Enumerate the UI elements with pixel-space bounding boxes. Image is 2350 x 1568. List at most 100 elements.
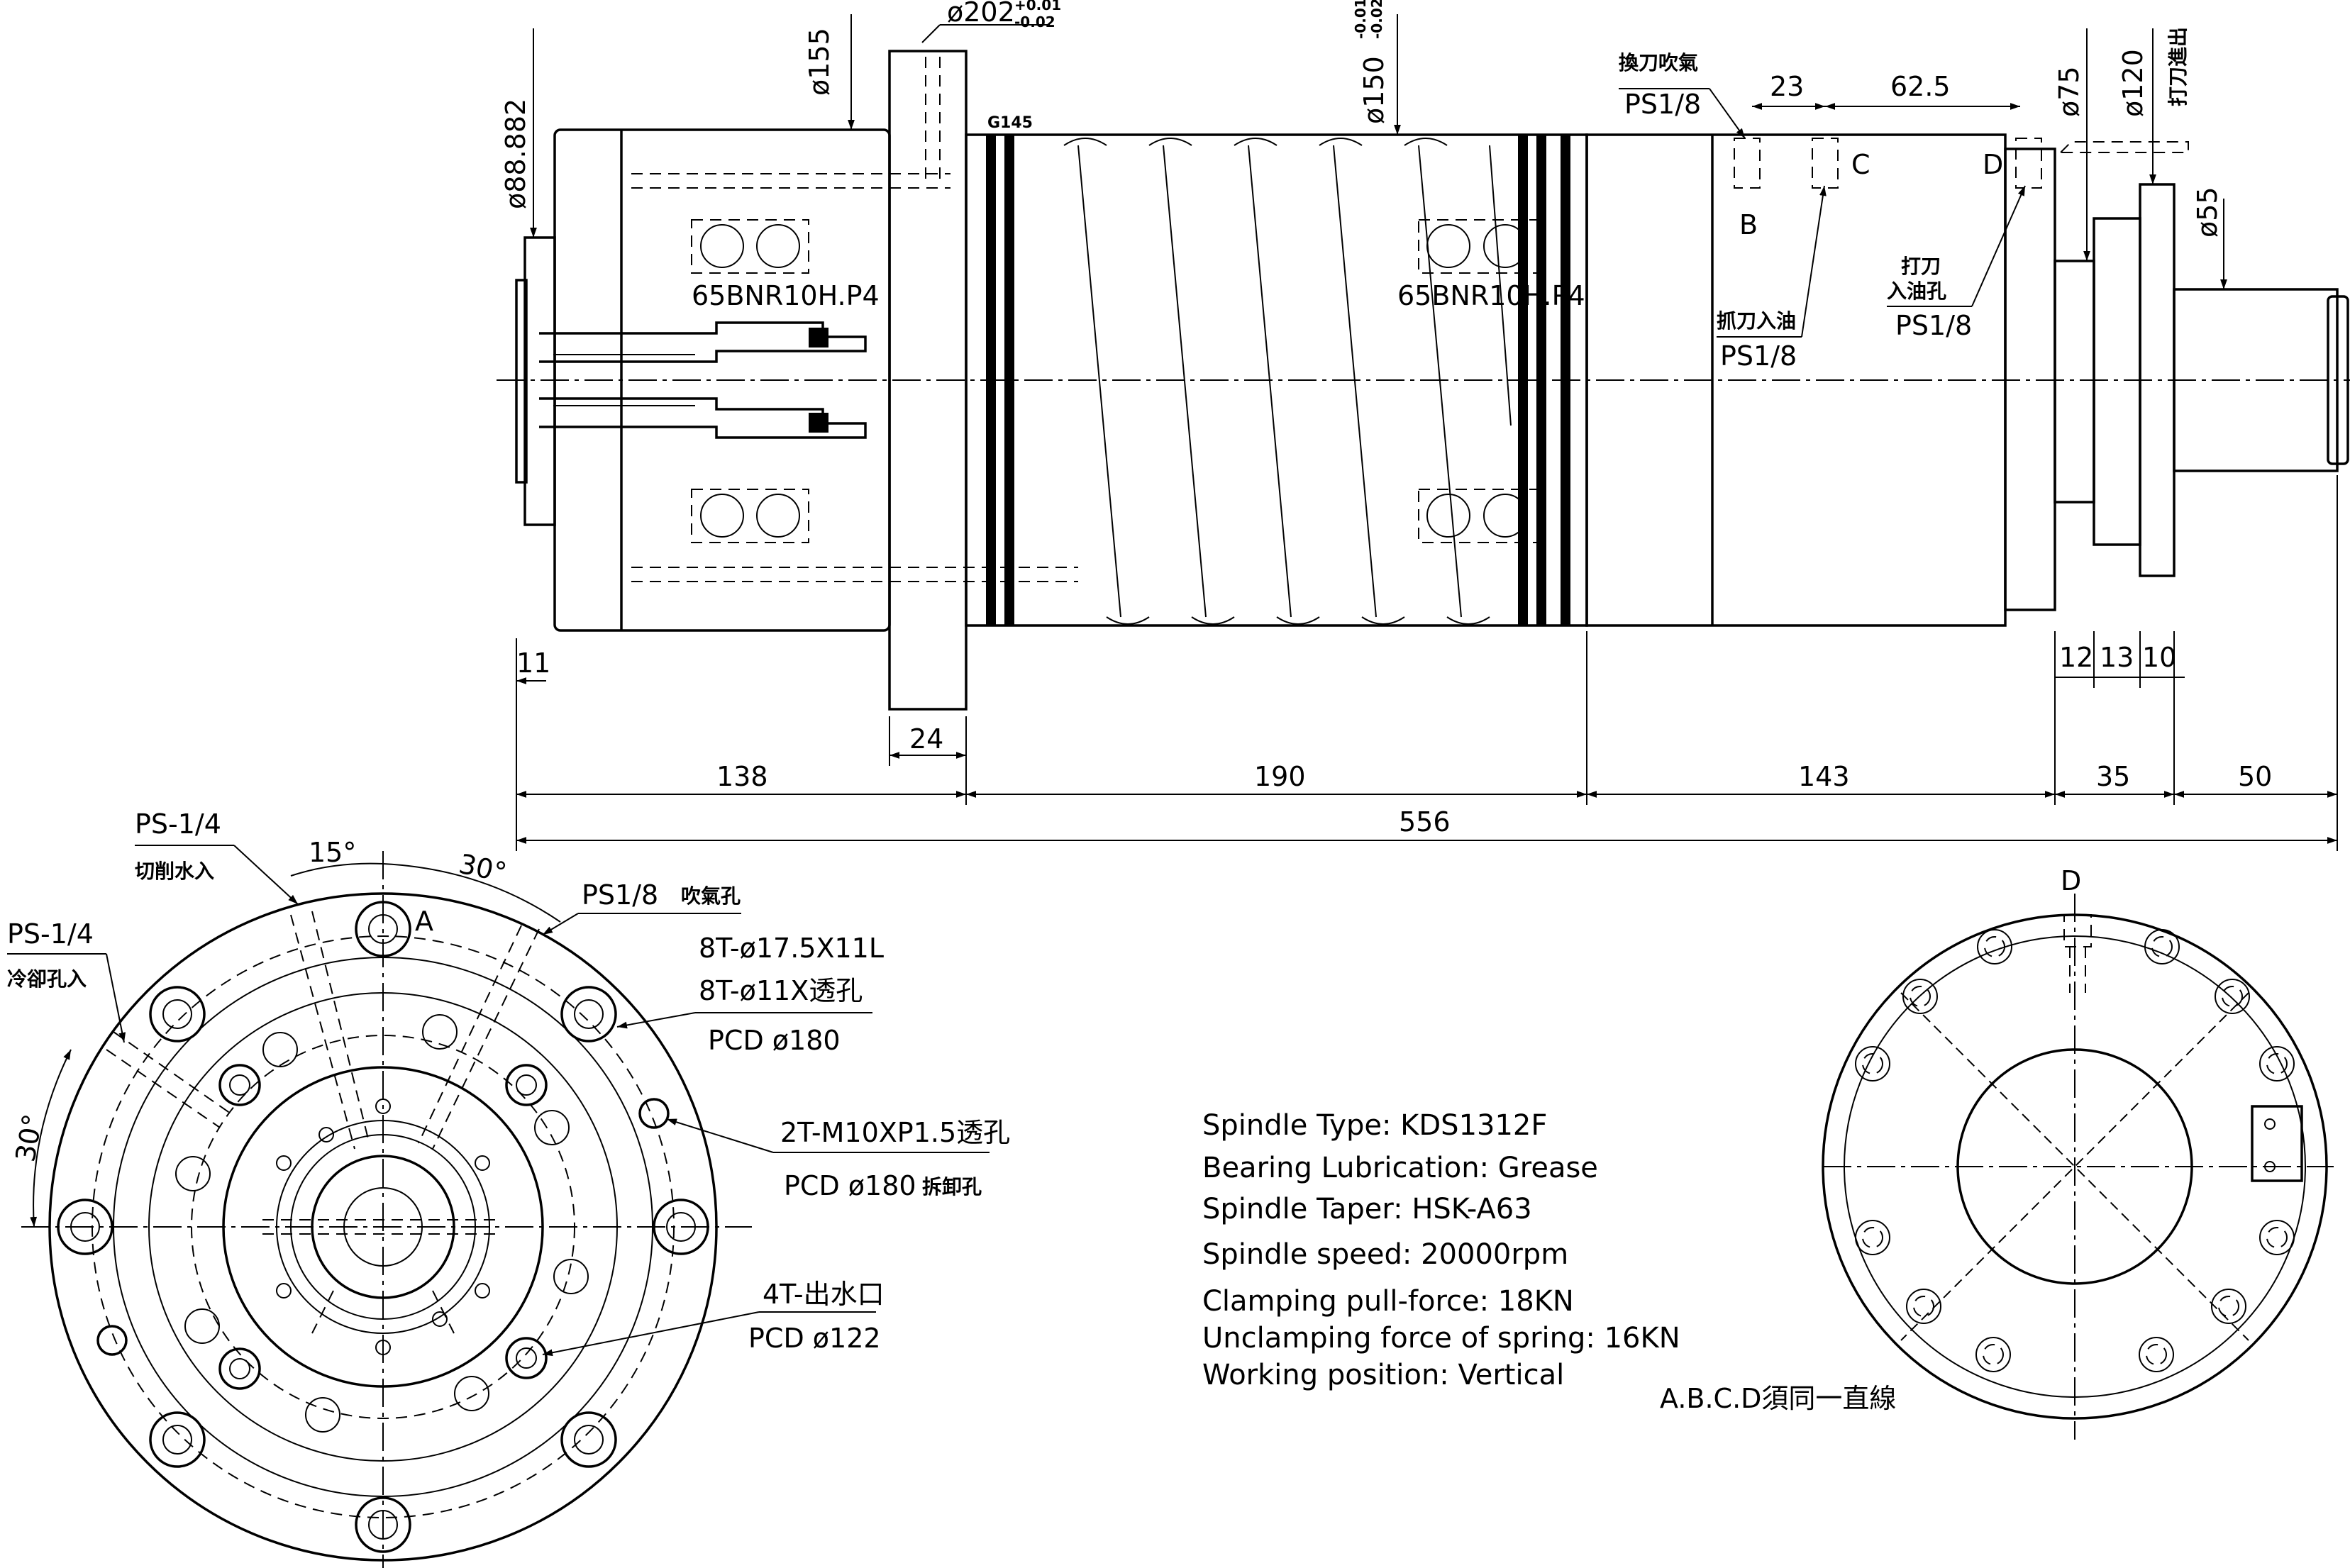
water-outlets — [218, 1064, 548, 1390]
svg-text:35: 35 — [2096, 761, 2130, 792]
spec-block: Spindle Type: KDS1312F Bearing Lubricati… — [1202, 1109, 1680, 1391]
svg-text:24: 24 — [909, 723, 943, 755]
svg-text:+0.01: +0.01 — [1014, 0, 1061, 13]
bearing-front-lower — [691, 489, 809, 543]
holes-2t-callout: 2T-M10XP1.5透孔 PCD ø180 拆卸孔 — [666, 1117, 1010, 1201]
drawbar-out-note: 打刀進出 — [2166, 27, 2190, 106]
label-a: A — [415, 906, 433, 937]
coolant-in-callout: PS-1/4 切削水入 — [135, 808, 299, 905]
svg-text:50: 50 — [2238, 761, 2272, 792]
svg-text:-0.02: -0.02 — [1368, 0, 1385, 39]
label-b: B — [1739, 209, 1758, 240]
svg-text:4T-出水口: 4T-出水口 — [763, 1279, 885, 1310]
coolant-passages — [106, 911, 540, 1334]
dia-150-label: ø150 -0.01 -0.02 — [1352, 0, 1401, 135]
spec-line: Clamping pull-force: 18KN — [1202, 1285, 1574, 1318]
svg-text:11: 11 — [516, 647, 550, 679]
dia-155-label: ø155 — [804, 14, 883, 130]
svg-text:62.5: 62.5 — [1890, 71, 1951, 102]
svg-text:ø202: ø202 — [947, 0, 1015, 28]
label-c: C — [1851, 149, 1870, 180]
nose-face — [515, 279, 528, 484]
svg-text:8T-ø11X透孔: 8T-ø11X透孔 — [699, 975, 863, 1006]
dim-23: 23 — [1752, 71, 1825, 110]
svg-text:ø55: ø55 — [2192, 187, 2223, 238]
svg-text:PS1/8: PS1/8 — [1720, 340, 1797, 372]
pcd-180-circle — [92, 935, 675, 1518]
spec-line: Unclamping force of spring: 16KN — [1202, 1322, 1680, 1355]
dia-120-label: ø120 — [2117, 28, 2156, 184]
bearing-rear-lower — [1418, 489, 1539, 543]
svg-text:ø150: ø150 — [1358, 56, 1390, 124]
g145-label: G145 — [987, 114, 1033, 132]
port-c — [1812, 138, 1839, 189]
rear-center — [1956, 1048, 2193, 1285]
dim-11: 11 — [516, 638, 550, 695]
spec-line: Bearing Lubrication: Grease — [1202, 1152, 1598, 1184]
dia-88-label: ø88.882 — [500, 28, 537, 238]
port-d-rear — [2063, 914, 2092, 993]
dia-75-label: ø75 — [2054, 28, 2090, 261]
tool-change-air-callout: 換刀吹氣 PS1/8 — [1619, 51, 1746, 139]
svg-text:PS1/8: PS1/8 — [1624, 89, 1701, 120]
shaft-55 — [2173, 288, 2339, 472]
rear-bolt-holes — [1855, 929, 2295, 1372]
svg-text:PS1/8: PS1/8 — [582, 879, 658, 911]
bearing-rear-upper — [1418, 219, 1539, 274]
svg-text:ø88.882: ø88.882 — [500, 99, 531, 209]
dim-24: 24 — [889, 716, 967, 766]
dim-556: 556 — [516, 806, 2337, 844]
pcd-122-circle — [191, 1035, 575, 1419]
port-b — [1734, 138, 1761, 189]
body-ring — [148, 992, 618, 1462]
flange-ring — [113, 957, 653, 1497]
angle-15: 15° — [290, 837, 384, 877]
flange-outline — [48, 892, 718, 1562]
nose-holes — [276, 1099, 490, 1355]
removal-holes — [96, 1098, 670, 1356]
spec-line: Spindle speed: 20000rpm — [1202, 1238, 1568, 1271]
o-ring-grooves-front — [986, 135, 1014, 625]
svg-text:10: 10 — [2142, 642, 2176, 673]
front-view: PS-1/4 切削水入 15° 30° A PS1/8 吹氣孔 PS-1/4 冷… — [7, 808, 1010, 1568]
svg-text:138: 138 — [716, 761, 768, 792]
svg-text:拆卸孔: 拆卸孔 — [922, 1175, 982, 1199]
flange-mount-holes — [57, 901, 709, 1553]
svg-text:30°: 30° — [10, 1112, 49, 1164]
port-d — [2015, 138, 2189, 189]
svg-text:吹氣孔: 吹氣孔 — [681, 884, 741, 908]
svg-text:抓刀入油: 抓刀入油 — [1717, 309, 1796, 333]
bearing-front-upper — [691, 219, 809, 274]
clamp-oil-callout: 抓刀入油 PS1/8 — [1717, 185, 1827, 372]
cooling-port-callout: PS-1/4 冷卻孔入 — [7, 918, 126, 1043]
svg-text:ø155: ø155 — [804, 28, 835, 96]
dia-55-label: ø55 — [2192, 187, 2227, 289]
svg-text:PS1/8: PS1/8 — [1895, 310, 1972, 341]
svg-text:556: 556 — [1399, 806, 1451, 838]
svg-text:換刀吹氣: 換刀吹氣 — [1619, 51, 1698, 74]
holes-8t-callout: 8T-ø17.5X11L 8T-ø11X透孔 PCD ø180 — [616, 933, 884, 1056]
svg-text:冷卻孔入: 冷卻孔入 — [7, 967, 87, 991]
step-75 — [2054, 260, 2095, 504]
hsk-clamp-mechanism — [539, 321, 867, 439]
air-port-callout: PS1/8 吹氣孔 — [542, 879, 741, 935]
svg-text:12: 12 — [2059, 642, 2093, 673]
svg-text:190: 190 — [1254, 761, 1306, 792]
svg-text:入油孔: 入油孔 — [1887, 279, 1946, 303]
svg-text:PCD ø180: PCD ø180 — [784, 1170, 916, 1201]
label-d-rear: D — [2061, 865, 2081, 896]
svg-text:打刀: 打刀 — [1901, 255, 1941, 278]
nose-cap — [523, 236, 556, 526]
water-out-callout: 4T-出水口 PCD ø122 — [542, 1279, 885, 1357]
svg-text:-0.02: -0.02 — [1014, 13, 1055, 30]
spec-line: Spindle Type: KDS1312F — [1202, 1109, 1547, 1142]
svg-text:ø75: ø75 — [2054, 66, 2085, 117]
dims-12-13-10: 12 13 10 — [2054, 631, 2185, 688]
spiral-cooling-channel — [1063, 138, 1512, 625]
svg-text:23: 23 — [1770, 71, 1804, 102]
svg-text:8T-ø17.5X11L: 8T-ø17.5X11L — [699, 933, 884, 964]
svg-text:-0.01: -0.01 — [1352, 0, 1369, 39]
svg-text:PS-1/4: PS-1/4 — [7, 918, 94, 950]
svg-text:ø120: ø120 — [2117, 49, 2149, 117]
